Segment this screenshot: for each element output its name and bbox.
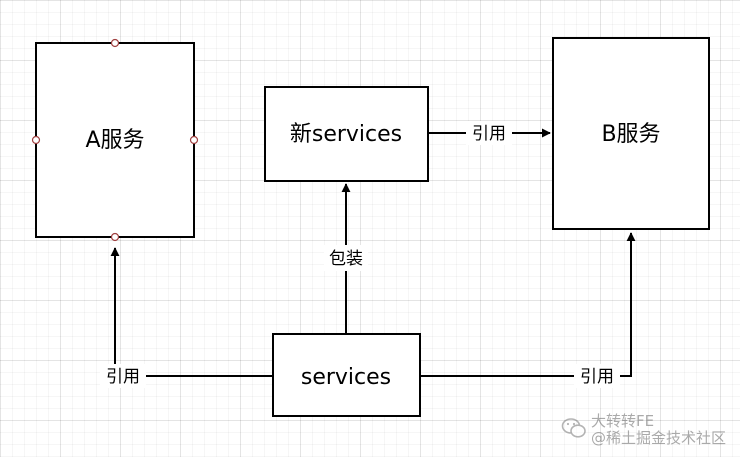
edge-label-bg	[324, 245, 368, 271]
resize-handle-left[interactable]	[31, 135, 41, 145]
node-new-services[interactable]: 新services	[264, 86, 429, 182]
node-b-service[interactable]: B服务	[552, 37, 710, 230]
watermark-line-1: 大转转FE	[590, 412, 655, 430]
node-services[interactable]: services	[272, 333, 421, 417]
resize-handle-top[interactable]	[110, 38, 120, 48]
node-new-services-box	[264, 86, 429, 182]
edge-line	[420, 232, 636, 377]
edge-label-bg	[574, 364, 620, 388]
edge-label-bg	[466, 121, 512, 145]
node-services-label: services	[301, 365, 391, 390]
resize-handle-bottom[interactable]	[110, 232, 120, 242]
edge-new-to-b[interactable]: 引用	[428, 121, 551, 145]
edge-label-new-to-b: 引用	[472, 124, 506, 144]
node-new-services-label: 新services	[290, 122, 402, 147]
watermark-line-2: @稀土掘金技术社区	[590, 429, 726, 447]
edge-line	[110, 247, 273, 377]
edge-label-services-to-b: 引用	[580, 367, 614, 387]
watermark: 大转转FE @稀土掘金技术社区	[561, 413, 726, 447]
node-b-service-label: B服务	[601, 122, 660, 147]
edge-label-bg	[100, 364, 146, 388]
edge-services-to-a[interactable]: 引用	[100, 247, 273, 388]
node-services-box	[272, 333, 421, 417]
edge-label-services-to-new: 包装	[329, 249, 363, 269]
edge-services-to-new[interactable]: 包装	[324, 183, 368, 334]
edge-services-to-b[interactable]: 引用	[420, 232, 636, 388]
edge-label-services-to-a: 引用	[106, 367, 140, 387]
node-b-service-box	[552, 37, 710, 230]
wechat-icon	[561, 417, 587, 443]
node-a-service-label: A服务	[85, 128, 144, 153]
resize-handle-right[interactable]	[189, 135, 199, 145]
node-a-service[interactable]: A服务	[31, 38, 199, 242]
watermark-text: 大转转FE @稀土掘金技术社区	[591, 413, 726, 447]
